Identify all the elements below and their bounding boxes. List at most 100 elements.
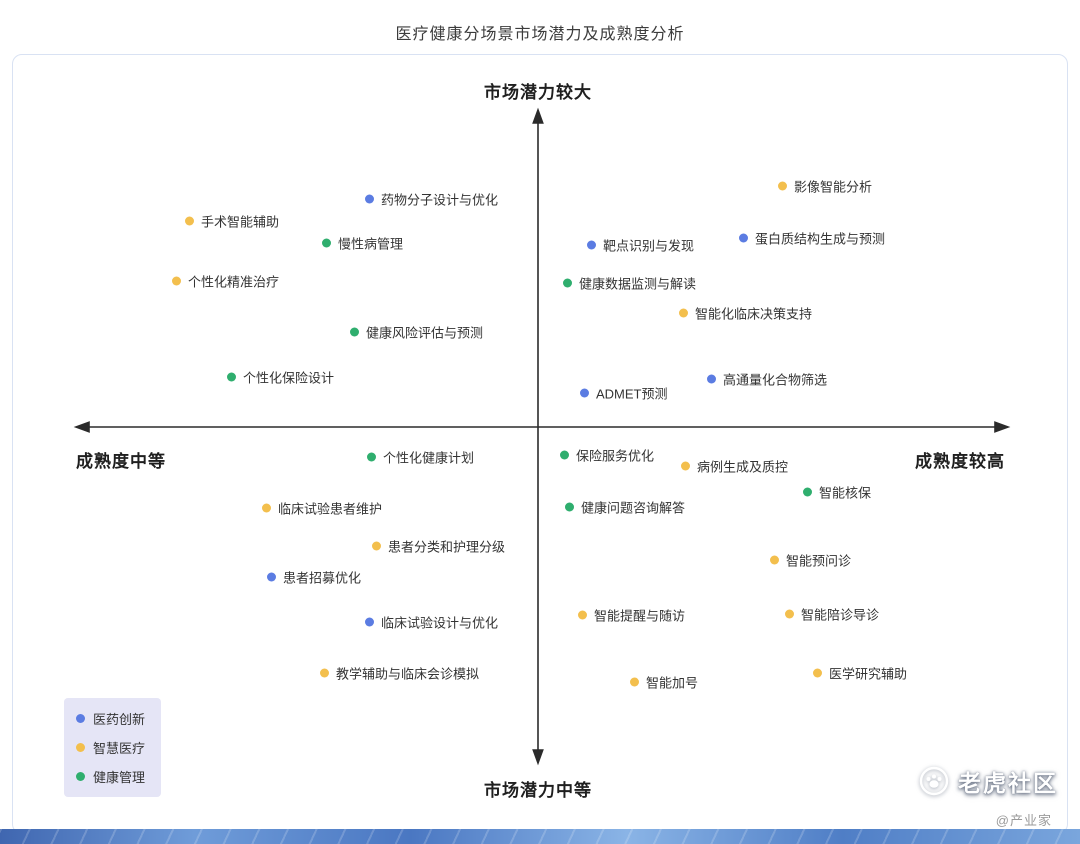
chart-panel [12,54,1068,834]
point-label: 患者招募优化 [283,570,362,586]
axis-label-top: 市场潜力较大 [484,83,592,102]
scatter-point: 智能陪诊导诊 [785,605,879,624]
point-dot [587,240,596,250]
point-label: 高通量化合物筛选 [723,372,828,388]
point-dot [778,181,787,191]
point-label: 靶点识别与发现 [603,238,695,254]
scatter-point: 慢性病管理 [322,234,403,253]
point-dot [560,450,569,460]
scatter-point: 手术智能辅助 [185,212,279,231]
point-dot [813,668,822,678]
point-dot [365,194,374,204]
legend-item: 智慧医疗 [76,738,145,757]
point-dot [580,388,589,398]
watermark-handle: @产业家 [995,813,1052,828]
scatter-point: 健康风险评估与预测 [350,323,483,342]
legend-label: 医药创新 [93,712,146,727]
point-label: 临床试验患者维护 [278,501,383,517]
legend-item: 医药创新 [76,709,145,728]
scatter-point: 临床试验设计与优化 [365,613,498,632]
point-dot [262,503,271,513]
legend: 医药创新智慧医疗健康管理 [64,698,162,797]
point-label: 个性化精准治疗 [188,274,280,290]
point-dot [578,610,587,620]
point-label: ADMET预测 [596,386,668,402]
point-label: 智能陪诊导诊 [801,607,880,623]
watermark-brand: 老虎社区 [958,770,1058,796]
point-label: 智能预问诊 [786,553,852,569]
point-label: 保险服务优化 [576,448,655,464]
point-dot [770,555,779,565]
scatter-point: 智能化临床决策支持 [679,304,812,323]
point-label: 临床试验设计与优化 [381,615,499,631]
axis-label-bottom: 市场潜力中等 [484,781,592,800]
point-dot [803,487,812,497]
point-dot [172,276,181,286]
point-label: 患者分类和护理分级 [388,539,506,555]
point-dot [739,233,748,243]
point-label: 教学辅助与临床会诊模拟 [336,666,480,682]
scatter-point: 高通量化合物筛选 [707,370,827,389]
point-label: 个性化健康计划 [383,450,475,466]
legend-dot [76,743,85,752]
scatter-point: 保险服务优化 [560,446,654,465]
point-dot [267,572,276,582]
point-label: 健康问题咨询解答 [581,500,686,516]
scatter-point: 蛋白质结构生成与预测 [739,229,885,248]
legend-item: 健康管理 [76,767,145,786]
scatter-point: ADMET预测 [580,384,668,403]
scatter-point: 智能核保 [803,483,871,502]
scatter-point: 健康数据监测与解读 [563,274,696,293]
axis-label-right: 成熟度较高 [915,452,1005,471]
point-label: 影像智能分析 [794,179,873,195]
point-label: 药物分子设计与优化 [381,192,499,208]
point-dot [322,238,331,248]
scatter-point: 患者招募优化 [267,568,361,587]
point-label: 个性化保险设计 [243,370,335,386]
point-dot [185,216,194,226]
axis-label-left: 成熟度中等 [76,452,166,471]
page-title: 医疗健康分场景市场潜力及成熟度分析 [395,26,685,43]
scatter-point: 影像智能分析 [778,177,872,196]
scatter-point: 个性化精准治疗 [172,272,279,291]
point-dot [372,541,381,551]
scatter-point: 药物分子设计与优化 [365,190,498,209]
scatter-point: 医学研究辅助 [813,664,907,683]
point-dot [320,668,329,678]
point-dot [707,374,716,384]
scatter-point: 教学辅助与临床会诊模拟 [320,664,479,683]
point-dot [350,327,359,337]
point-label: 健康风险评估与预测 [366,325,484,341]
scatter-point: 智能预问诊 [770,551,851,570]
scatter-point: 健康问题咨询解答 [565,498,685,517]
point-dot [630,677,639,687]
point-label: 医学研究辅助 [829,666,908,682]
legend-label: 智慧医疗 [93,741,146,756]
scatter-point: 智能提醒与随访 [578,606,685,625]
point-label: 智能提醒与随访 [594,608,686,624]
scatter-point: 患者分类和护理分级 [372,537,505,556]
legend-dot [76,772,85,781]
point-dot [563,278,572,288]
point-dot [681,461,690,471]
legend-dot [76,714,85,723]
point-label: 智能加号 [646,675,699,691]
scatter-point: 个性化健康计划 [367,448,474,467]
scatter-point: 病例生成及质控 [681,457,788,476]
scatter-point: 智能加号 [630,673,698,692]
point-dot [367,452,376,462]
scatter-point: 临床试验患者维护 [262,499,382,518]
point-dot [227,372,236,382]
legend-label: 健康管理 [93,770,146,785]
point-label: 病例生成及质控 [697,459,789,475]
point-label: 智能核保 [819,485,872,501]
point-label: 慢性病管理 [338,236,404,252]
scatter-point: 个性化保险设计 [227,368,334,387]
bottom-banner [0,829,1080,844]
point-label: 蛋白质结构生成与预测 [755,231,886,247]
point-label: 智能化临床决策支持 [695,306,813,322]
scatter-point: 靶点识别与发现 [587,236,694,255]
point-dot [679,308,688,318]
point-dot [565,502,574,512]
watermark: 老虎社区 [919,764,1058,798]
